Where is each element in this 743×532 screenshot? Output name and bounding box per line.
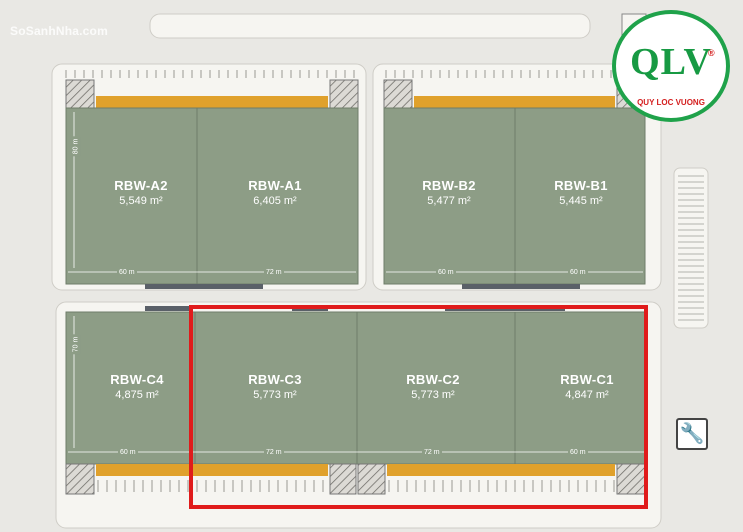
- logo-subtitle: QUY LOC VUONG: [637, 98, 705, 107]
- dim-b2-width: 60 m: [436, 268, 456, 277]
- dim-b1-width: 60 m: [568, 268, 588, 277]
- dim-c2-width: 72 m: [422, 448, 442, 457]
- company-logo: QLV ® QUY LOC VUONG: [612, 10, 730, 122]
- loading-dock-b: [414, 96, 615, 108]
- top-road: [149, 13, 591, 39]
- hatched-area: [357, 463, 386, 495]
- gate-bar: [145, 284, 263, 289]
- gate-bar: [145, 306, 190, 311]
- loading-dock-a: [96, 96, 328, 108]
- dim-c4-width: 60 m: [118, 448, 138, 457]
- dim-a2-width: 60 m: [117, 268, 137, 277]
- dim-c1-width: 60 m: [568, 448, 588, 457]
- hatched-area: [65, 79, 95, 109]
- wrench-icon: 🔧: [676, 418, 708, 450]
- warehouse-block-a: [65, 107, 359, 285]
- gate-bar: [462, 284, 580, 289]
- logo-text: QLV: [630, 41, 712, 83]
- hatched-area: [329, 463, 357, 495]
- hatched-area: [65, 463, 95, 495]
- dim-c-depth: 70 m: [71, 334, 81, 355]
- parking-stalls: [65, 70, 704, 492]
- watermark-text: SoSanhNha.com: [10, 24, 108, 38]
- hatched-area: [329, 79, 359, 109]
- dimension-lines: [68, 112, 644, 453]
- dim-a1-width: 72 m: [264, 268, 284, 277]
- highlight-box: [189, 305, 648, 509]
- registered-mark: ®: [708, 48, 715, 58]
- hatched-area: [383, 79, 413, 109]
- hatched-area: [616, 463, 646, 495]
- dim-c3-width: 72 m: [264, 448, 284, 457]
- warehouse-block-c: [65, 311, 647, 465]
- loading-dock-c1: [387, 464, 615, 476]
- dim-a-depth: 80 m: [71, 136, 81, 157]
- loading-dock-c3: [96, 464, 328, 476]
